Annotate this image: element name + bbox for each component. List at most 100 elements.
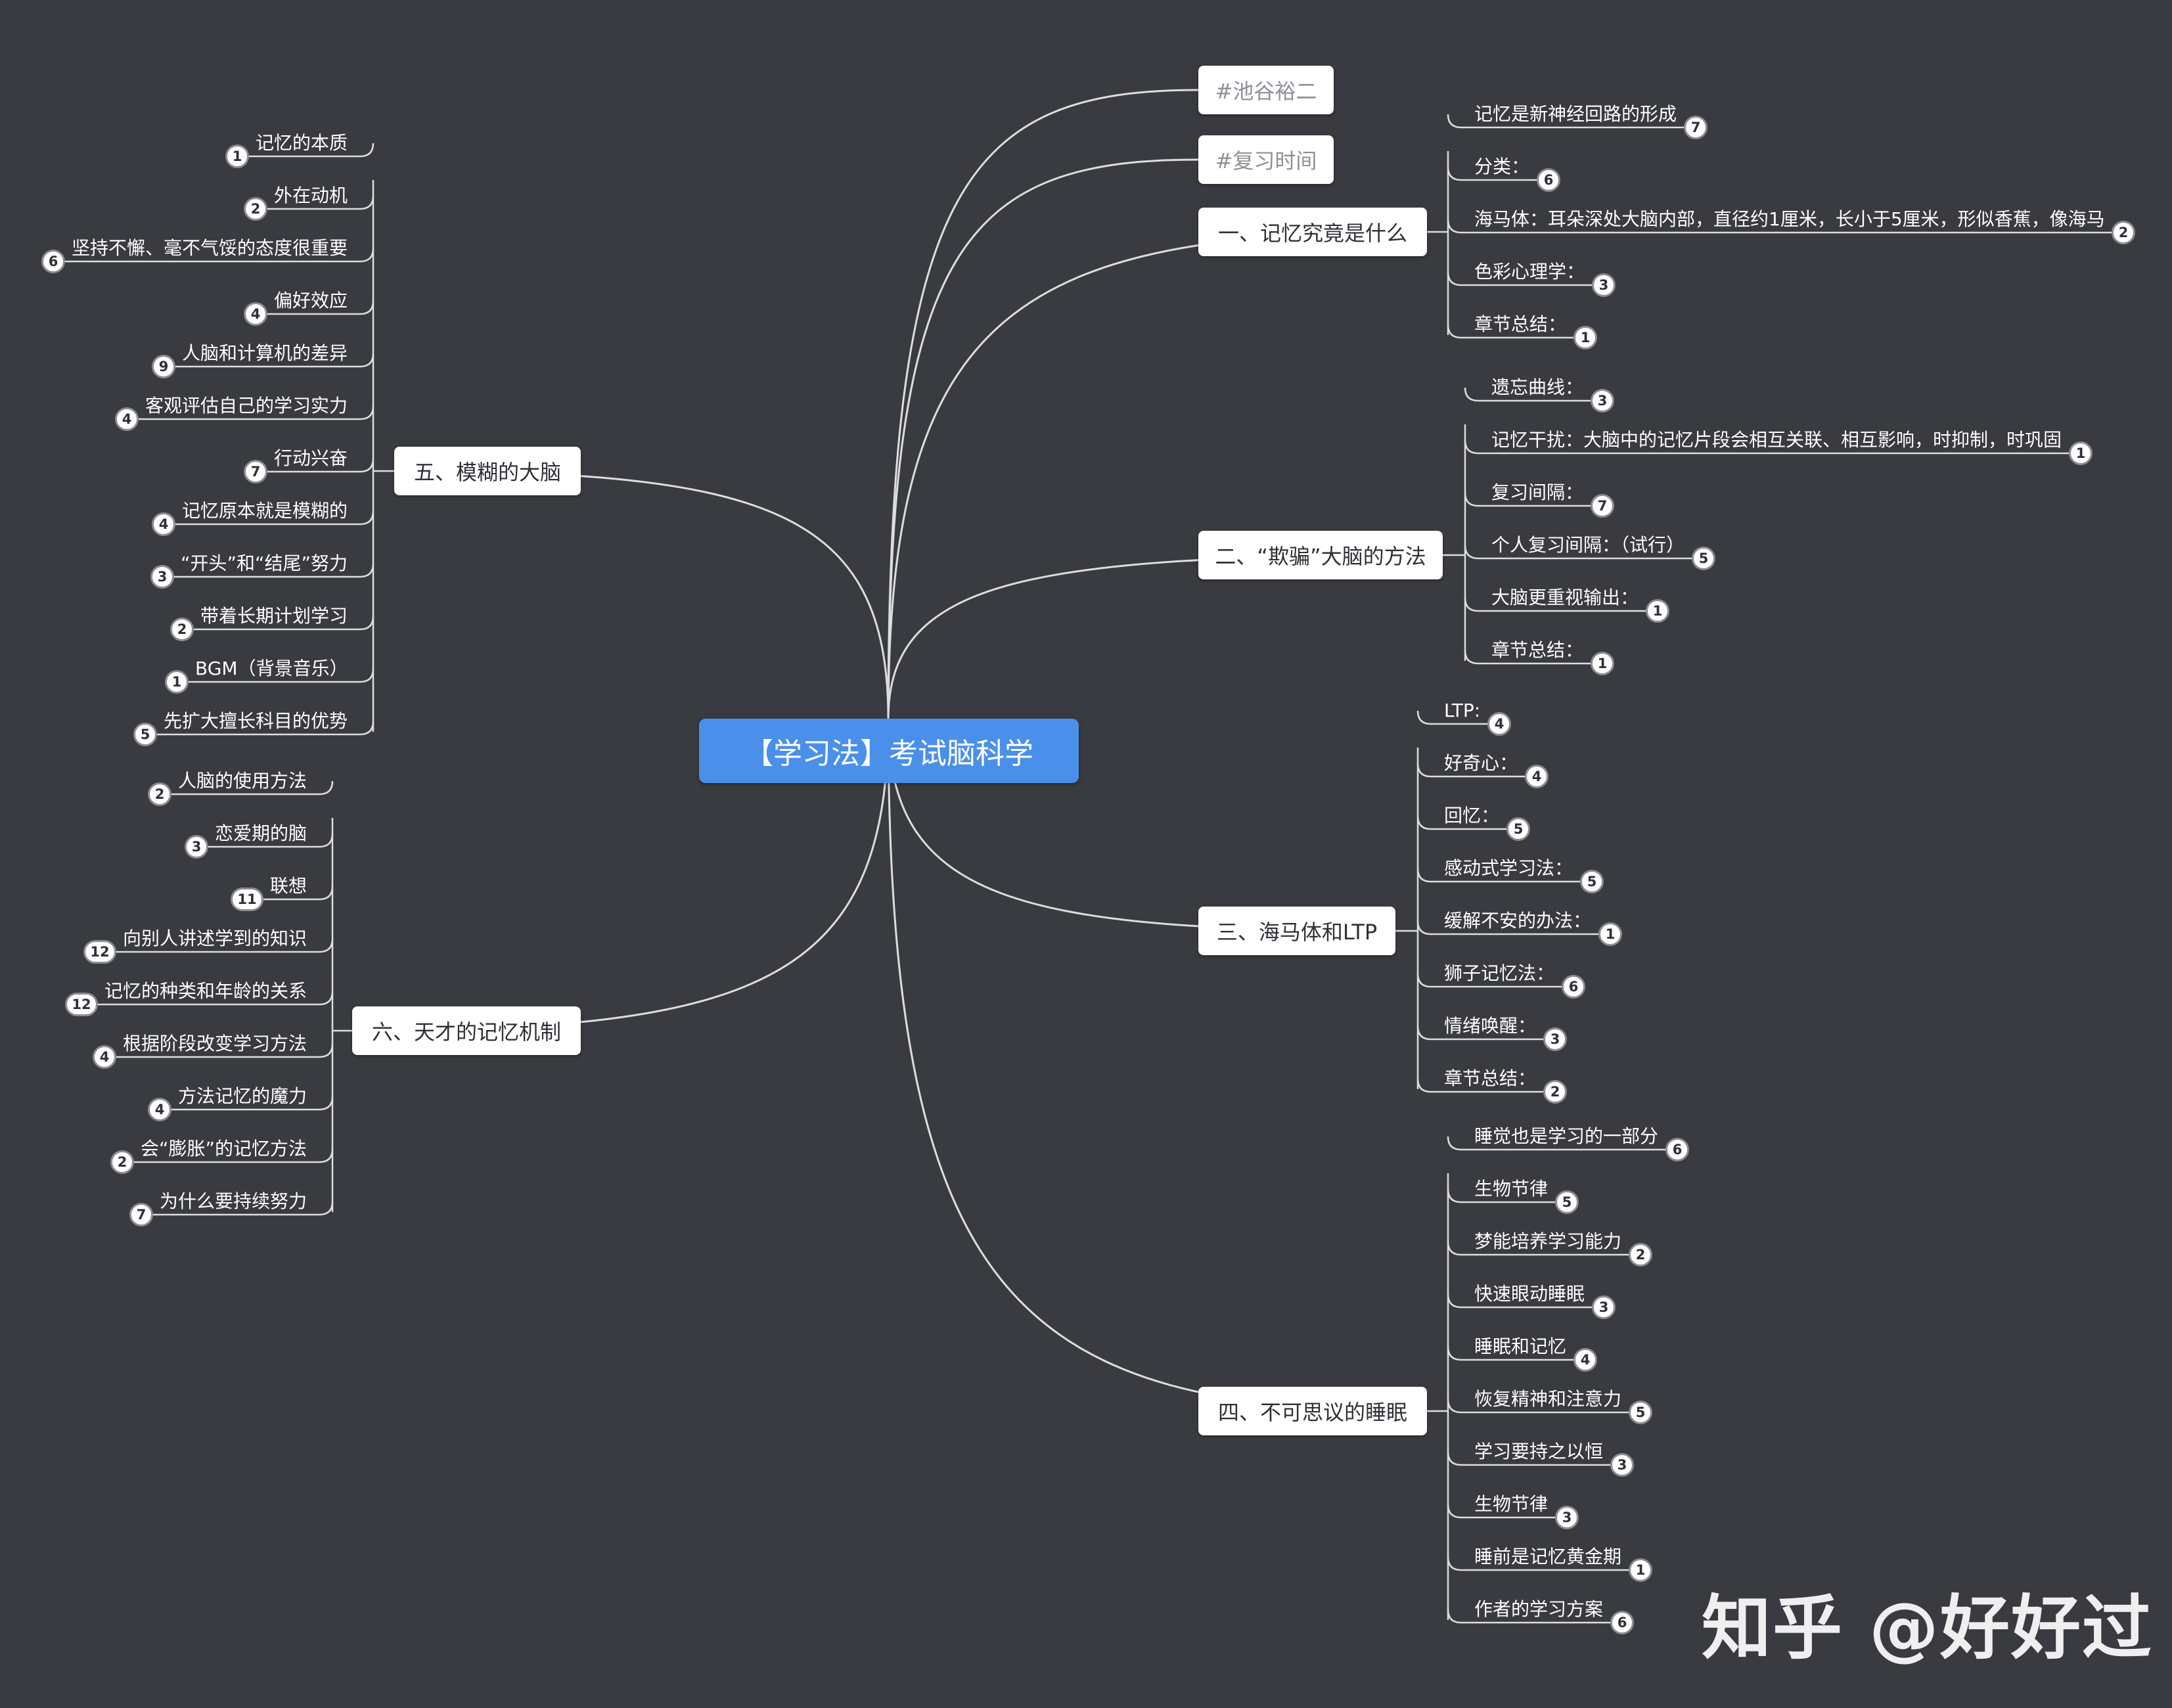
branch-2-leaf-7-count-badge[interactable]: 2	[1543, 1080, 1567, 1104]
branch-1-leaf-2-count-badge[interactable]: 7	[1591, 494, 1614, 518]
branch-4-leaf-1-count-badge[interactable]: 2	[244, 197, 267, 221]
branch-4-leaf-4-count-badge[interactable]: 9	[152, 355, 175, 378]
branch-4-leaf-3[interactable]: 偏好效应	[274, 290, 348, 311]
branch-1-leaf-5-count-badge[interactable]: 1	[1591, 652, 1614, 675]
branch-0-leaf-0-count-badge[interactable]: 7	[1684, 116, 1708, 139]
branch-2-leaf-3-count-badge[interactable]: 5	[1580, 870, 1604, 893]
branch-hippocampus-ltp[interactable]: 三、海马体和LTP	[1198, 907, 1395, 955]
branch-5-leaf-0[interactable]: 人脑的使用方法	[178, 770, 307, 792]
branch-4-leaf-9-count-badge[interactable]: 2	[170, 618, 194, 641]
branch-2-leaf-0[interactable]: LTP:	[1444, 700, 1481, 721]
branch-1-leaf-5[interactable]: 章节总结：	[1491, 639, 1584, 661]
branch-3-leaf-0[interactable]: 睡觉也是学习的一部分	[1474, 1125, 1659, 1147]
branch-3-leaf-6-count-badge[interactable]: 3	[1610, 1453, 1634, 1477]
branch-4-leaf-5[interactable]: 客观评估自己的学习实力	[145, 395, 348, 416]
branch-4-leaf-0-count-badge[interactable]: 1	[225, 145, 249, 168]
branch-3-leaf-0-count-badge[interactable]: 6	[1665, 1138, 1689, 1161]
branch-4-leaf-2[interactable]: 坚持不懈、毫不气馁的态度很重要	[72, 237, 348, 259]
branch-2-leaf-2-count-badge[interactable]: 5	[1506, 817, 1530, 841]
branch-4-leaf-8[interactable]: “开头”和“结尾”努力	[181, 552, 348, 574]
branch-3-leaf-3[interactable]: 快速眼动睡眠	[1474, 1283, 1585, 1305]
branch-4-leaf-10[interactable]: BGM（背景音乐）	[195, 658, 348, 679]
branch-5-leaf-5[interactable]: 根据阶段改变学习方法	[123, 1033, 307, 1054]
branch-4-leaf-5-count-badge[interactable]: 4	[115, 407, 139, 431]
branch-1-leaf-4-count-badge[interactable]: 1	[1646, 599, 1669, 623]
branch-4-leaf-11-count-badge[interactable]: 5	[133, 723, 157, 746]
branch-5-leaf-8[interactable]: 为什么要持续努力	[160, 1190, 307, 1212]
branch-1-leaf-3[interactable]: 个人复习间隔：（试行）	[1491, 534, 1685, 556]
branch-3-leaf-3-count-badge[interactable]: 3	[1592, 1295, 1616, 1319]
branch-4-leaf-11[interactable]: 先扩大擅长科目的优势	[164, 710, 348, 732]
branch-2-leaf-1-count-badge[interactable]: 4	[1525, 765, 1549, 788]
branch-1-leaf-4[interactable]: 大脑更重视输出：	[1491, 587, 1639, 608]
branch-3-leaf-9[interactable]: 作者的学习方案	[1474, 1598, 1604, 1620]
branch-2-leaf-4[interactable]: 缓解不安的办法：	[1444, 910, 1592, 932]
branch-4-leaf-7-count-badge[interactable]: 4	[152, 512, 175, 536]
branch-0-leaf-2[interactable]: 海马体：耳朵深处大脑内部，直径约1厘米，长小于5厘米，形似香蕉，像海马	[1474, 208, 2105, 230]
branch-5-leaf-7[interactable]: 会“膨胀”的记忆方法	[141, 1138, 307, 1159]
branch-0-leaf-4-count-badge[interactable]: 1	[1573, 326, 1597, 349]
branch-2-leaf-7[interactable]: 章节总结：	[1444, 1068, 1537, 1089]
branch-trick-brain[interactable]: 二、“欺骗”大脑的方法	[1198, 531, 1443, 579]
branch-2-leaf-6[interactable]: 情绪唤醒：	[1444, 1015, 1537, 1037]
branch-5-leaf-3[interactable]: 向别人讲述学到的知识	[123, 928, 307, 949]
branch-3-leaf-7[interactable]: 生物节律	[1474, 1493, 1549, 1515]
branch-4-leaf-4[interactable]: 人脑和计算机的差异	[182, 342, 348, 364]
branch-3-leaf-4[interactable]: 睡眠和记忆	[1474, 1336, 1567, 1357]
branch-4-leaf-6[interactable]: 行动兴奋	[274, 447, 348, 469]
branch-4-leaf-8-count-badge[interactable]: 3	[150, 565, 174, 589]
branch-what-is-memory[interactable]: 一、记忆究竟是什么	[1198, 208, 1427, 256]
branch-3-leaf-7-count-badge[interactable]: 3	[1555, 1506, 1579, 1529]
branch-4-leaf-2-count-badge[interactable]: 6	[41, 250, 65, 273]
branch-1-leaf-3-count-badge[interactable]: 5	[1692, 547, 1715, 570]
branch-0-leaf-3[interactable]: 色彩心理学：	[1474, 261, 1585, 282]
branch-0-leaf-1-count-badge[interactable]: 6	[1537, 168, 1560, 192]
branch-5-leaf-6[interactable]: 方法记忆的魔力	[178, 1085, 307, 1107]
branch-5-leaf-1[interactable]: 恋爱期的脑	[215, 822, 307, 844]
tag-ikegaya[interactable]: #池谷裕二	[1198, 66, 1334, 114]
branch-3-leaf-2[interactable]: 梦能培养学习能力	[1474, 1230, 1622, 1252]
branch-3-leaf-2-count-badge[interactable]: 2	[1629, 1243, 1652, 1267]
branch-1-leaf-1-count-badge[interactable]: 1	[2069, 441, 2093, 465]
branch-4-leaf-1[interactable]: 外在动机	[274, 185, 348, 206]
branch-3-leaf-1[interactable]: 生物节律	[1474, 1178, 1549, 1200]
branch-2-leaf-4-count-badge[interactable]: 1	[1598, 922, 1622, 946]
branch-2-leaf-5[interactable]: 狮子记忆法：	[1444, 962, 1555, 984]
branch-2-leaf-6-count-badge[interactable]: 3	[1543, 1027, 1567, 1051]
branch-2-leaf-3[interactable]: 感动式学习法：	[1444, 857, 1573, 879]
root-topic[interactable]: 【学习法】考试脑科学	[699, 719, 1079, 783]
branch-1-leaf-1[interactable]: 记忆干扰：大脑中的记忆片段会相互关联、相互影响，时抑制，时巩固	[1491, 429, 2062, 451]
branch-4-leaf-9[interactable]: 带着长期计划学习	[200, 605, 348, 627]
branch-1-leaf-2[interactable]: 复习间隔：	[1491, 482, 1584, 503]
branch-2-leaf-2[interactable]: 回忆：	[1444, 805, 1500, 826]
branch-0-leaf-2-count-badge[interactable]: 2	[2112, 221, 2135, 244]
branch-3-leaf-4-count-badge[interactable]: 4	[1573, 1348, 1597, 1372]
branch-3-leaf-8[interactable]: 睡前是记忆黄金期	[1474, 1546, 1622, 1567]
branch-3-leaf-6[interactable]: 学习要持之以恒	[1474, 1441, 1604, 1462]
branch-5-leaf-0-count-badge[interactable]: 2	[148, 782, 171, 806]
branch-2-leaf-5-count-badge[interactable]: 6	[1562, 975, 1585, 999]
branch-1-leaf-0-count-badge[interactable]: 3	[1591, 389, 1614, 413]
branch-genius-memory[interactable]: 六、天才的记忆机制	[352, 1006, 581, 1055]
branch-3-leaf-5[interactable]: 恢复精神和注意力	[1474, 1388, 1622, 1410]
branch-0-leaf-4[interactable]: 章节总结：	[1474, 313, 1567, 335]
branch-0-leaf-1[interactable]: 分类：	[1474, 156, 1530, 177]
branch-5-leaf-3-count-badge[interactable]: 12	[83, 940, 116, 964]
branch-5-leaf-5-count-badge[interactable]: 4	[93, 1045, 116, 1069]
branch-5-leaf-8-count-badge[interactable]: 7	[129, 1203, 153, 1226]
branch-3-leaf-5-count-badge[interactable]: 5	[1629, 1401, 1652, 1424]
branch-5-leaf-2-count-badge[interactable]: 11	[231, 888, 263, 911]
branch-sleep[interactable]: 四、不可思议的睡眠	[1198, 1387, 1427, 1435]
branch-4-leaf-10-count-badge[interactable]: 1	[165, 670, 189, 694]
branch-4-leaf-3-count-badge[interactable]: 4	[244, 302, 267, 326]
branch-3-leaf-1-count-badge[interactable]: 5	[1555, 1190, 1579, 1214]
branch-5-leaf-4-count-badge[interactable]: 12	[65, 993, 98, 1016]
branch-0-leaf-0[interactable]: 记忆是新神经回路的形成	[1474, 103, 1677, 125]
branch-5-leaf-1-count-badge[interactable]: 3	[185, 835, 208, 859]
tag-review-time[interactable]: #复习时间	[1198, 135, 1334, 184]
branch-3-leaf-9-count-badge[interactable]: 6	[1610, 1611, 1634, 1634]
branch-5-leaf-4[interactable]: 记忆的种类和年龄的关系	[104, 980, 307, 1002]
branch-3-leaf-8-count-badge[interactable]: 1	[1629, 1558, 1652, 1582]
branch-2-leaf-0-count-badge[interactable]: 4	[1487, 712, 1511, 736]
branch-5-leaf-2[interactable]: 联想	[270, 875, 307, 897]
